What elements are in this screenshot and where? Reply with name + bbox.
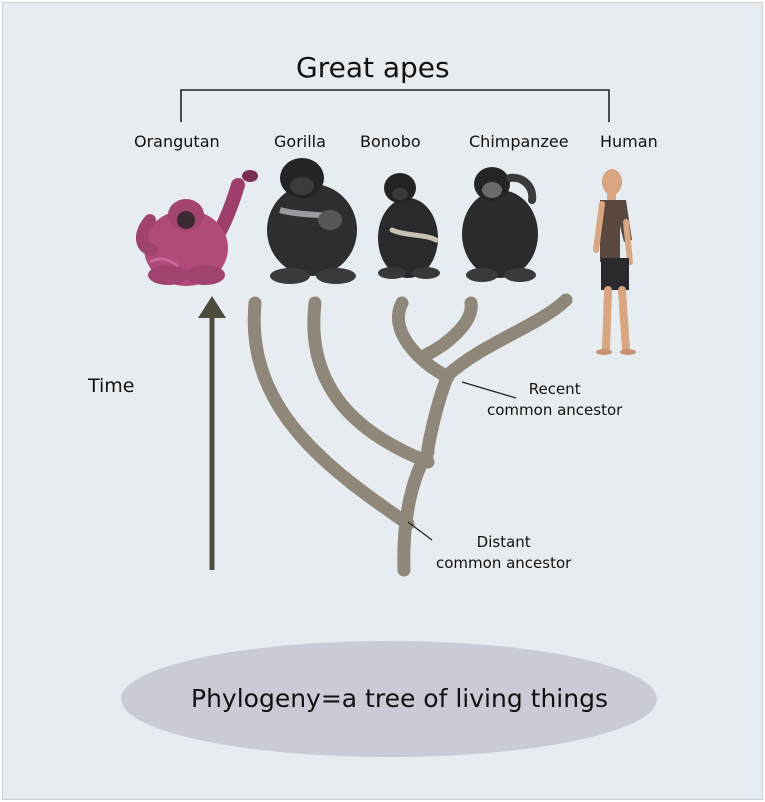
time-axis-label: Time xyxy=(88,375,135,397)
gorilla-branch xyxy=(307,296,435,469)
time-arrow xyxy=(198,296,226,570)
species-label-human: Human xyxy=(600,132,658,151)
orangutan-branch xyxy=(247,296,415,531)
recent-ancestor-line2: common ancestor xyxy=(487,401,623,419)
caption-ellipse xyxy=(121,641,657,757)
recent-ancestor-pointer xyxy=(461,381,517,399)
distant-ancestor-pointer xyxy=(407,521,433,541)
human-branch xyxy=(441,293,573,382)
gorilla-illustration xyxy=(267,158,357,284)
great-apes-title: Great apes xyxy=(296,51,450,84)
chimpanzee-branch xyxy=(419,296,478,362)
bonobo-branch xyxy=(391,296,455,384)
human-illustration xyxy=(593,169,636,355)
recent-ancestor-label: Recent common ancestor xyxy=(487,379,622,421)
species-label-bonobo: Bonobo xyxy=(360,132,421,151)
distant-ancestor-label: Distant common ancestor xyxy=(436,532,571,574)
distant-ancestor-line1: Distant xyxy=(476,533,531,551)
species-label-chimpanzee: Chimpanzee xyxy=(469,132,569,151)
chimpanzee-illustration xyxy=(462,167,538,282)
phylogenetic-tree xyxy=(247,293,573,577)
recent-ancestor-line1: Recent xyxy=(528,380,581,398)
hominin-branch xyxy=(419,368,455,469)
trunk-branch xyxy=(397,445,435,577)
distant-ancestor-line2: common ancestor xyxy=(436,554,572,572)
species-label-gorilla: Gorilla xyxy=(274,132,326,151)
orangutan-illustration xyxy=(136,170,258,286)
caption-text: Phylogeny=a tree of living things xyxy=(191,684,608,713)
great-apes-bracket xyxy=(180,89,610,122)
species-label-orangutan: Orangutan xyxy=(134,132,220,151)
bonobo-illustration xyxy=(378,173,440,279)
